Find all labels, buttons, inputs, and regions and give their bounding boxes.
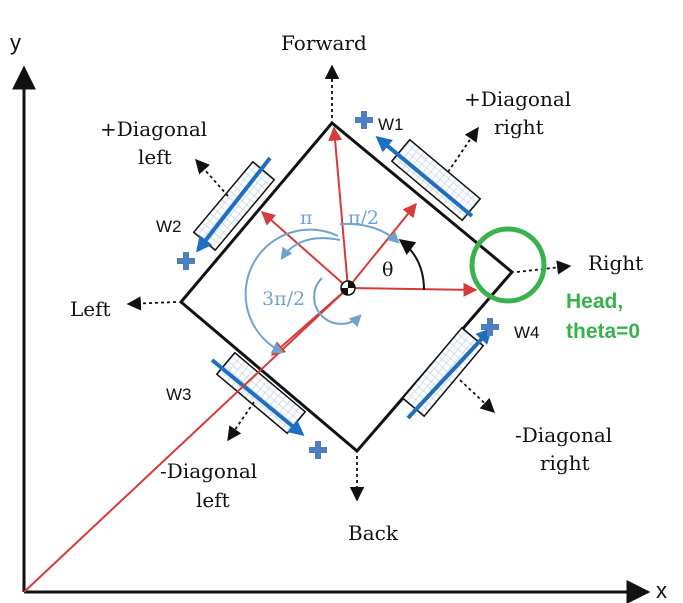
arc-small xyxy=(313,277,362,328)
left-arrow xyxy=(126,296,177,311)
w2-label: W2 xyxy=(156,217,182,236)
vector-to-w1 xyxy=(347,202,417,289)
pi-label: π xyxy=(300,207,313,229)
head-annotation: Head, theta=0 xyxy=(566,290,640,343)
back-label: Back xyxy=(348,521,399,545)
wheel-w1 xyxy=(390,138,482,222)
plus-diagonal-right-label-1: +Diagonal xyxy=(464,87,571,111)
angle-arcs xyxy=(244,222,425,354)
plus-diagonal-left-label-2: left xyxy=(138,145,172,169)
plus-icon xyxy=(355,111,373,129)
minus-diagonal-right-label-2: right xyxy=(540,451,590,475)
wheel-w4 xyxy=(401,326,485,418)
position-vector xyxy=(23,287,349,593)
head-annotation-line2: theta=0 xyxy=(566,320,640,343)
direction-labels: Forward Back Left Right +Diagonal right … xyxy=(70,31,643,545)
w3-label: W3 xyxy=(166,385,192,404)
right-label: Right xyxy=(588,251,643,275)
w1-velocity-arrow xyxy=(375,135,474,218)
arc-pi-half xyxy=(339,222,400,244)
plus-icon xyxy=(481,318,499,336)
minus-diagonal-left-label-2: left xyxy=(196,488,230,512)
heading-vector xyxy=(347,282,478,297)
plus-icon xyxy=(309,441,327,459)
vector-to-forward xyxy=(328,126,349,289)
plus-diagonal-right-arrow xyxy=(447,126,479,173)
three-pi-half-label: 3π/2 xyxy=(262,288,305,310)
forward-label: Forward xyxy=(281,31,367,55)
w1-label: W1 xyxy=(378,115,404,134)
left-label: Left xyxy=(70,297,111,321)
wheel-labels: W1 W2 W3 W4 xyxy=(156,115,540,404)
minus-diagonal-right-label-1: -Diagonal xyxy=(515,423,612,447)
plus-icon xyxy=(177,252,195,270)
theta-label: θ xyxy=(382,259,393,281)
plus-markers xyxy=(177,111,499,459)
head-annotation-line1: Head, xyxy=(566,290,623,313)
arc-theta xyxy=(398,239,425,291)
plus-diagonal-right-label-2: right xyxy=(494,115,544,139)
arc-three-pi-half xyxy=(244,228,339,354)
minus-diagonal-left-arrow xyxy=(227,401,255,442)
angle-labels: π π/2 3π/2 θ xyxy=(262,207,393,310)
center-marker xyxy=(340,280,356,296)
vector-to-w2 xyxy=(260,211,349,289)
wheel-velocity-arrows xyxy=(196,135,493,437)
world-axes: y x xyxy=(10,30,667,603)
pi-half-label: π/2 xyxy=(348,207,379,229)
red-vectors xyxy=(23,126,478,593)
w4-velocity-arrow xyxy=(406,327,493,420)
w4-label: W4 xyxy=(514,323,540,342)
w3-velocity-arrow xyxy=(210,358,305,437)
minus-diagonal-right-arrow xyxy=(459,379,496,413)
x-axis-label: x xyxy=(656,578,667,603)
head-highlight-circle xyxy=(469,226,547,304)
arc-pi xyxy=(280,237,341,260)
y-axis-label: y xyxy=(10,30,21,55)
plus-diagonal-left-arrow xyxy=(195,158,229,197)
diag-to-w3-corner xyxy=(270,287,349,356)
w2-velocity-arrow xyxy=(196,156,272,253)
plus-diagonal-left-label-1: +Diagonal xyxy=(100,117,207,141)
minus-diagonal-left-label-1: -Diagonal xyxy=(160,459,257,483)
